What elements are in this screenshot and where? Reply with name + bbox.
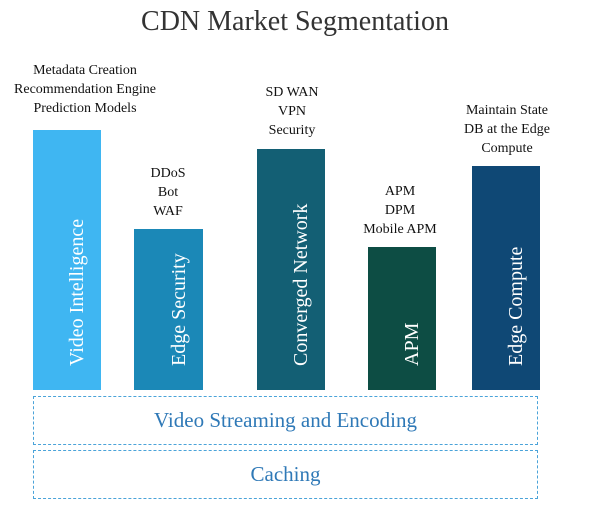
- layer-video-streaming: Video Streaming and Encoding: [33, 396, 538, 445]
- segment-bar-edge-security: Edge Security: [134, 229, 203, 390]
- segment-label: Edge Security: [167, 253, 190, 366]
- segment-features-edge-security: DDoS Bot WAF: [120, 164, 216, 221]
- segment-bar-apm: APM: [368, 247, 436, 390]
- feature-label: Metadata Creation: [33, 63, 137, 78]
- feature-label: DPM: [384, 203, 416, 218]
- feature-label: VPN: [277, 104, 306, 119]
- diagram-title: CDN Market Segmentation: [141, 6, 449, 37]
- feature-label: Prediction Models: [33, 101, 137, 116]
- feature-label: Compute: [481, 141, 533, 156]
- feature-label: Bot: [157, 185, 179, 200]
- segment-features-converged-network: SD WAN VPN Security: [237, 83, 347, 140]
- segment-label: Converged Network: [290, 203, 312, 366]
- segment-bar-converged-network: Converged Network: [257, 149, 325, 390]
- feature-label: DDoS: [150, 166, 186, 181]
- layer-caching: Caching: [33, 450, 538, 499]
- feature-label: Mobile APM: [363, 222, 437, 237]
- feature-label: Maintain State: [465, 103, 549, 118]
- segment-features-edge-compute: Maintain State DB at the Edge Compute: [448, 101, 566, 158]
- feature-label: SD WAN: [265, 85, 319, 100]
- feature-label: WAF: [153, 204, 183, 219]
- segment-label: Video Intelligence: [66, 218, 88, 366]
- segment-label: Edge Compute: [505, 246, 527, 366]
- segment-label: APM: [401, 322, 423, 366]
- segment-features-apm: APM DPM Mobile APM: [345, 182, 455, 239]
- segment-bar-video-intelligence: Video Intelligence: [33, 130, 101, 390]
- feature-label: APM: [384, 184, 416, 199]
- feature-label: Recommendation Engine: [14, 82, 156, 97]
- segment-bar-edge-compute: Edge Compute: [472, 166, 540, 390]
- feature-label: DB at the Edge: [464, 122, 550, 137]
- feature-label: Security: [268, 123, 316, 138]
- segment-features-video-intelligence: Metadata Creation Recommendation Engine …: [0, 61, 170, 118]
